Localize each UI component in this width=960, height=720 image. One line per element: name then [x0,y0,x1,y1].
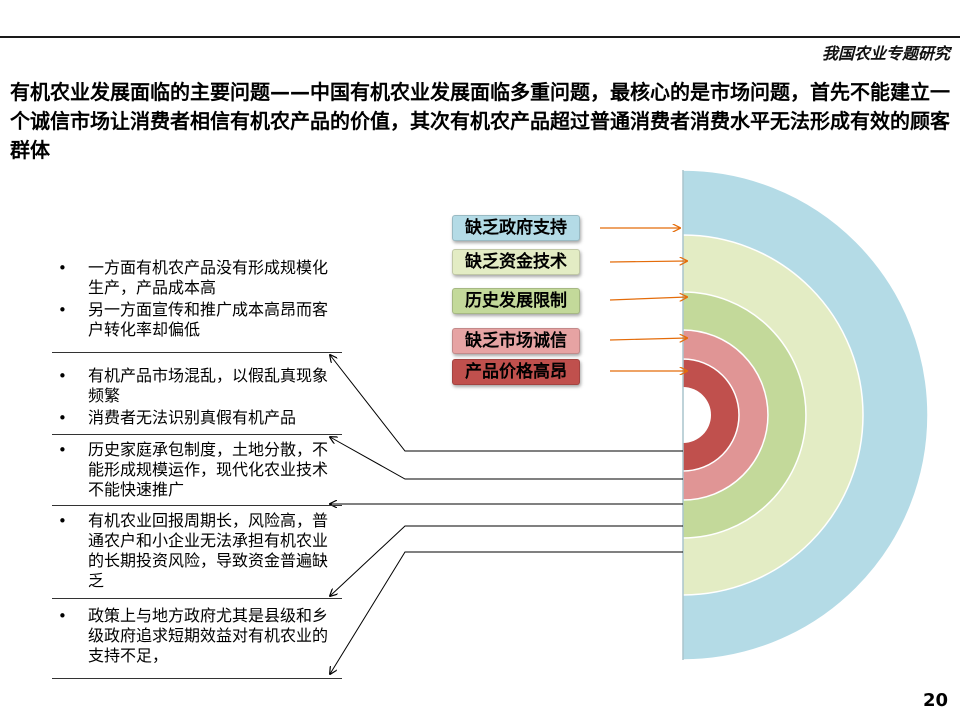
connector-arrow [330,355,683,452]
tag-pointer-arrow [609,338,687,340]
tag-history-limits: 历史发展限制 [452,288,580,314]
separator-line [52,505,342,506]
tag-market-integrity: 缺乏市场诚信 [452,328,580,354]
bullet-item: 有机农业回报周期长，风险高，普通农户和小企业无法承担有机农业的长期投资风险，导致… [52,511,342,591]
bullet-group-funding: 有机农业回报周期长，风险高，普通农户和小企业无法承担有机农业的长期投资风险，导致… [52,511,342,593]
bullet-item: 另一方面宣传和推广成本高昂而客户转化率却偏低 [52,300,342,340]
separator-line [52,598,342,599]
separator-line [52,434,342,435]
tag-government-support: 缺乏政府支持 [452,215,580,241]
bullet-group-cost: 一方面有机农产品没有形成规模化生产，产品成本高 另一方面宣传和推广成本高昂而客户… [52,258,342,342]
bullet-item: 历史家庭承包制度，土地分散，不能形成规模运作，现代化农业技术不能快速推广 [52,440,342,500]
bullet-item: 消费者无法识别真假有机产品 [52,408,342,428]
tag-pointer-arrow [609,297,687,300]
page-title: 有机农业发展面临的主要问题——中国有机农业发展面临多重问题，最核心的是市场问题，… [10,80,950,162]
header-title: 我国农业专题研究 [821,44,950,63]
separator-line [52,352,342,353]
bullet-group-policy: 政策上与地方政府尤其是县级和乡级政府追求短期效益对有机农业的支持不足， [52,606,342,668]
separator-line [52,678,342,679]
header-rule [0,36,960,38]
bullet-item: 一方面有机农产品没有形成规模化生产，产品成本高 [52,258,342,298]
bullet-item: 政策上与地方政府尤其是县级和乡级政府追求短期效益对有机农业的支持不足， [52,606,342,666]
connector-arrow [330,525,683,596]
connector-arrow [330,437,683,480]
connector-arrow [330,551,683,674]
page-number: 20 [922,690,948,711]
bullet-group-trust: 有机产品市场混乱，以假乱真现象频繁 消费者无法识别真假有机产品 [52,366,342,430]
bullet-item: 有机产品市场混乱，以假乱真现象频繁 [52,366,342,406]
tag-high-price: 产品价格高昂 [452,359,580,385]
tag-pointer-arrow [609,261,687,262]
ring-center-hole [683,387,711,443]
bullet-group-history: 历史家庭承包制度，土地分散，不能形成规模运作，现代化农业技术不能快速推广 [52,440,342,502]
tag-funding-technology: 缺乏资金技术 [452,249,580,275]
